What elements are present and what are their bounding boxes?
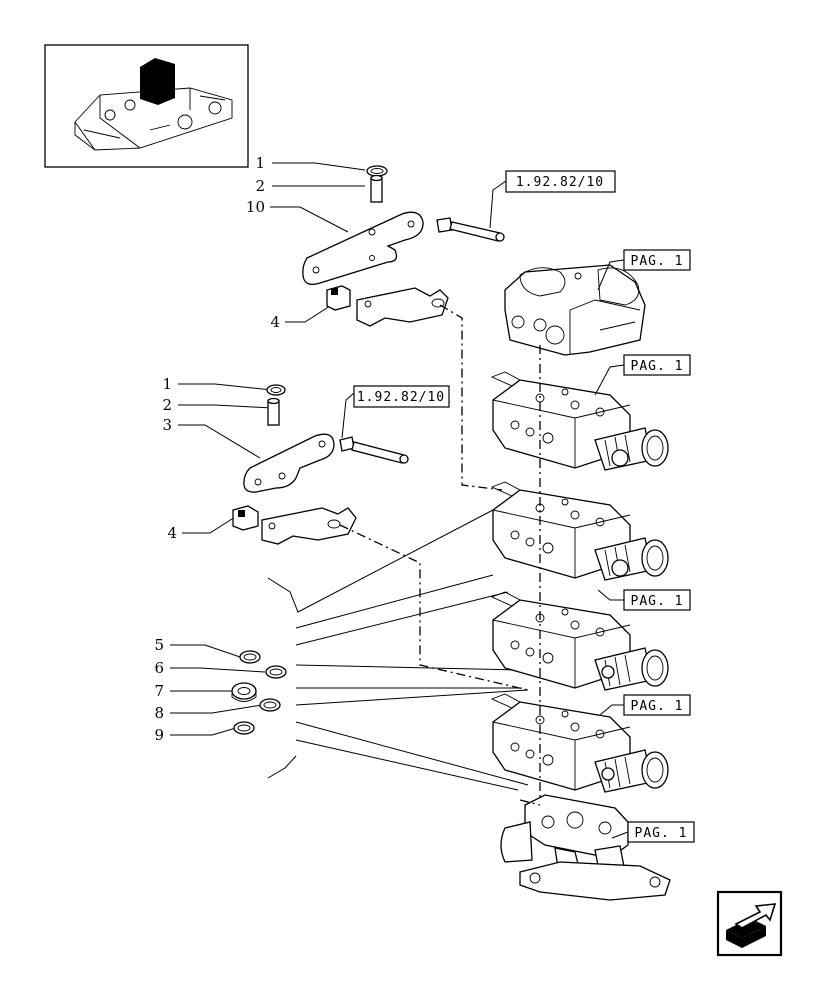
spool-cap-2 bbox=[594, 537, 669, 581]
valve-section-3 bbox=[490, 591, 669, 691]
page-ref-box-4[interactable]: PAG. 1 bbox=[623, 694, 691, 716]
circlip-middle bbox=[266, 384, 286, 396]
callout-5: 5 bbox=[154, 636, 164, 654]
seal-ring-8 bbox=[259, 698, 281, 712]
callout-numbers-middle: 1 2 3 4 bbox=[162, 375, 177, 542]
pin-middle bbox=[267, 397, 280, 426]
callout-10-top: 10 bbox=[246, 198, 265, 216]
ref-box-top[interactable]: 1.92.82/10 bbox=[505, 170, 616, 193]
callout-2-middle: 2 bbox=[162, 396, 172, 414]
circlip-top bbox=[366, 165, 388, 177]
block-middle bbox=[232, 505, 259, 531]
block-top bbox=[326, 285, 351, 311]
callout-leaders-middle bbox=[178, 383, 273, 534]
valve-cover-top bbox=[504, 264, 646, 356]
callout-8: 8 bbox=[154, 704, 164, 722]
spool-cap-4 bbox=[594, 749, 669, 793]
rod-middle bbox=[339, 436, 409, 464]
seal-ring-9 bbox=[233, 721, 255, 735]
callout-3-middle: 3 bbox=[162, 416, 172, 434]
valve-section-4 bbox=[490, 693, 669, 793]
valve-section-1 bbox=[490, 371, 669, 471]
ref-top-text: 1.92.82/10 bbox=[516, 175, 604, 190]
callout-leaders-top bbox=[270, 162, 366, 323]
next-page-arrow-icon bbox=[726, 903, 777, 948]
page-ref-5-text: PAG. 1 bbox=[635, 826, 688, 841]
lever-middle bbox=[243, 433, 335, 493]
ref-middle-text: 1.92.82/10 bbox=[357, 390, 445, 405]
assembly-axis-lines bbox=[339, 304, 541, 806]
pin-top bbox=[370, 174, 383, 203]
zoom-lines bbox=[267, 509, 529, 791]
callout-4-middle: 4 bbox=[167, 524, 177, 542]
callout-numbers-seals: 5 6 7 8 9 bbox=[154, 636, 164, 744]
thumbnail-locator bbox=[44, 44, 249, 168]
callout-1-top: 1 bbox=[255, 154, 265, 172]
callout-4-top: 4 bbox=[270, 313, 280, 331]
valve-base-plate bbox=[500, 794, 671, 901]
lever-top bbox=[302, 211, 424, 286]
valve-section-2 bbox=[490, 481, 669, 581]
seal-ring-6 bbox=[265, 665, 287, 679]
callout-7: 7 bbox=[154, 682, 164, 700]
page-ref-box-2[interactable]: PAG. 1 bbox=[623, 354, 691, 376]
page-ref-3-text: PAG. 1 bbox=[631, 594, 684, 609]
callout-numbers-top: 1 2 10 4 bbox=[246, 154, 280, 331]
callout-9: 9 bbox=[154, 726, 164, 744]
spool-cap-1 bbox=[594, 427, 669, 471]
reference-leaders bbox=[341, 180, 629, 839]
ref-box-middle[interactable]: 1.92.82/10 bbox=[353, 385, 450, 408]
page-ref-box-3[interactable]: PAG. 1 bbox=[623, 589, 691, 611]
page-ref-2-text: PAG. 1 bbox=[631, 359, 684, 374]
bracket-top bbox=[356, 287, 449, 327]
seal-ring-5 bbox=[239, 650, 261, 664]
next-page-button[interactable] bbox=[716, 890, 783, 957]
page-ref-box-5[interactable]: PAG. 1 bbox=[627, 821, 695, 843]
bracket-middle bbox=[261, 507, 357, 545]
rod-top bbox=[436, 217, 505, 242]
page-ref-box-1[interactable]: PAG. 1 bbox=[623, 249, 691, 271]
callout-1-middle: 1 bbox=[162, 375, 172, 393]
page-ref-1-text: PAG. 1 bbox=[631, 254, 684, 269]
bushing-7 bbox=[231, 682, 257, 702]
callout-6: 6 bbox=[154, 659, 164, 677]
spool-cap-3 bbox=[594, 647, 669, 691]
callout-leaders-seals bbox=[170, 644, 266, 736]
callout-2-top: 2 bbox=[255, 177, 265, 195]
page-ref-4-text: PAG. 1 bbox=[631, 699, 684, 714]
